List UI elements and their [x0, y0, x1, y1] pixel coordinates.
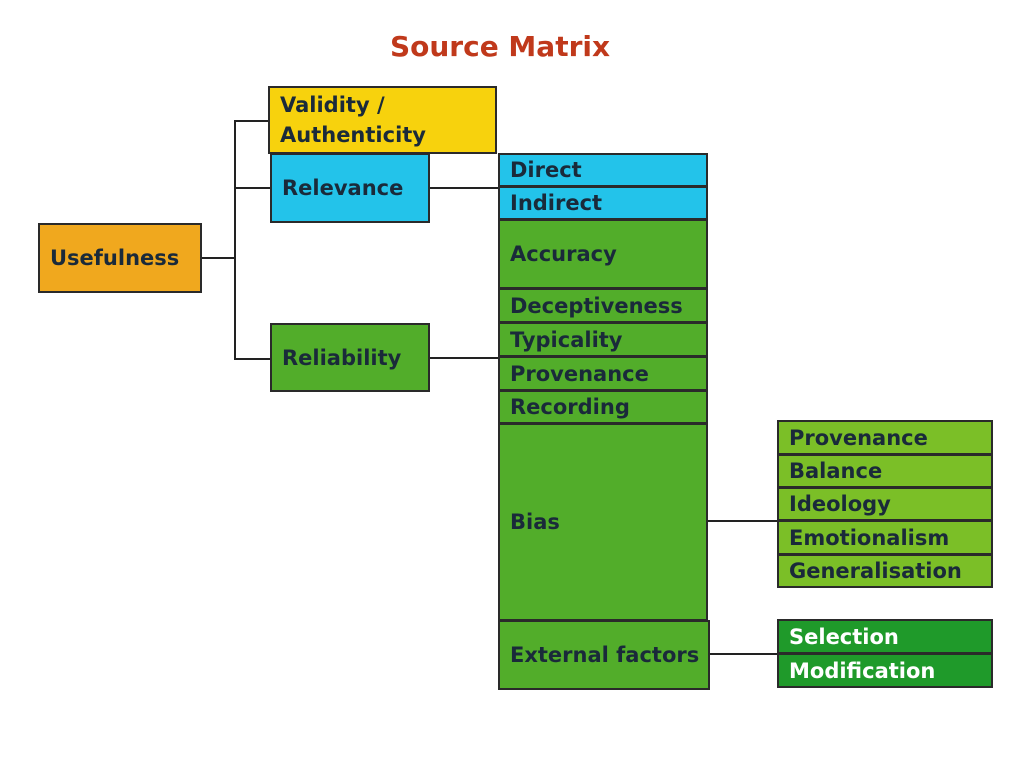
accuracy-label: Accuracy	[510, 242, 617, 266]
deceptiveness-box: Deceptiveness	[498, 288, 708, 323]
bias-item-ideology: Ideology	[777, 487, 993, 521]
external-factors-box: External factors	[498, 620, 710, 690]
accuracy-box: Accuracy	[498, 219, 708, 289]
validity-authenticity-label: Validity / Authenticity	[280, 93, 426, 147]
bias-item-label: Emotionalism	[789, 525, 950, 550]
external-item-modification: Modification	[777, 653, 993, 688]
provenance-box: Provenance	[498, 356, 708, 391]
connector-reliability-to-typicality	[428, 357, 500, 359]
connector-to-reliability	[234, 358, 272, 360]
relevance-box: Relevance	[270, 153, 430, 223]
connector-vertical-trunk	[234, 120, 236, 360]
bias-item-balance: Balance	[777, 454, 993, 488]
external-item-selection: Selection	[777, 619, 993, 654]
indirect-label: Indirect	[510, 191, 603, 215]
bias-item-emotionalism: Emotionalism	[777, 520, 993, 555]
validity-authenticity-box: Validity / Authenticity	[268, 86, 497, 154]
external-factors-label: External factors	[510, 643, 700, 667]
usefulness-box: Usefulness	[38, 223, 202, 293]
connector-to-relevance	[234, 187, 272, 189]
usefulness-label: Usefulness	[50, 246, 180, 270]
bias-item-label: Balance	[789, 459, 883, 483]
bias-item-generalisation: Generalisation	[777, 554, 993, 588]
provenance-label: Provenance	[510, 361, 649, 386]
recording-box: Recording	[498, 390, 708, 424]
recording-label: Recording	[510, 395, 630, 419]
typicality-label: Typicality	[510, 327, 623, 352]
bias-item-provenance: Provenance	[777, 420, 993, 455]
bias-item-label: Provenance	[789, 425, 928, 450]
bias-item-label: Ideology	[789, 492, 891, 516]
connector-to-validity	[234, 120, 270, 122]
reliability-label: Reliability	[282, 345, 402, 370]
page-title: Source Matrix	[389, 30, 611, 63]
connector-bias-to-subitems	[708, 520, 778, 522]
deceptiveness-label: Deceptiveness	[510, 293, 683, 318]
connector-external-to-subitems	[708, 653, 780, 655]
reliability-box: Reliability	[270, 323, 430, 392]
indirect-box: Indirect	[498, 186, 708, 220]
bias-item-label: Generalisation	[789, 559, 962, 583]
bias-box: Bias	[498, 423, 708, 621]
direct-label: Direct	[510, 158, 582, 182]
connector-relevance-to-direct	[428, 187, 500, 189]
relevance-label: Relevance	[282, 176, 404, 200]
connector-usefulness-trunk	[200, 257, 236, 259]
external-item-label: Modification	[789, 658, 936, 683]
direct-box: Direct	[498, 153, 708, 187]
typicality-box: Typicality	[498, 322, 708, 357]
external-item-label: Selection	[789, 624, 899, 649]
bias-label: Bias	[510, 510, 560, 534]
